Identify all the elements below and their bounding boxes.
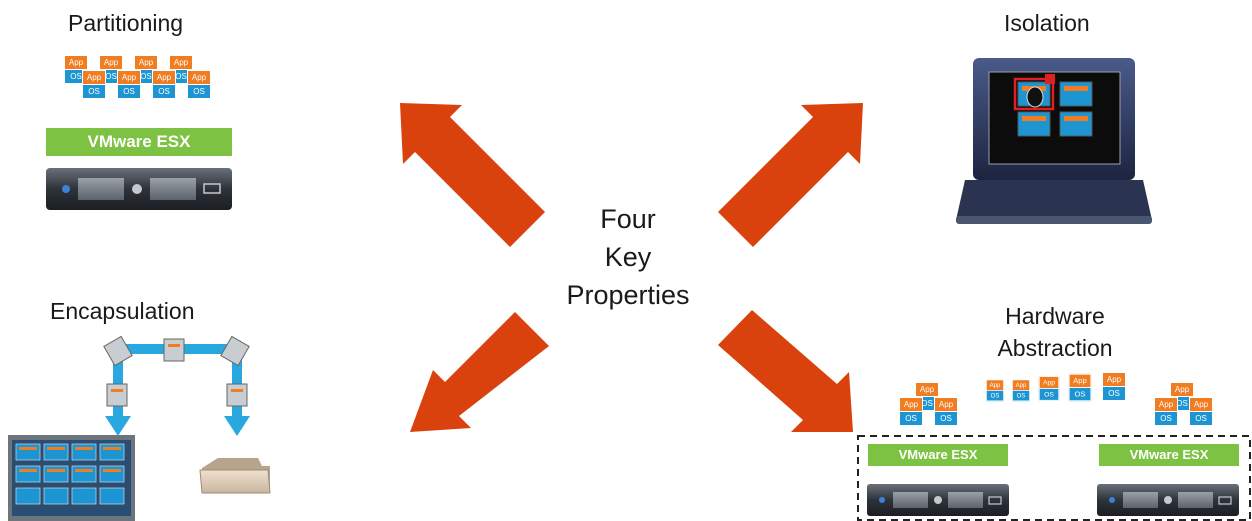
vm-stack: App OS [187,70,211,99]
hardware-esx-bar-left: VMware ESX [868,444,1008,466]
os-block: OS [1012,390,1030,402]
vm-stack: App OS [1154,397,1178,426]
app-block: App [1189,397,1213,412]
app-block: App [1068,373,1092,388]
os-block: OS [1038,388,1060,401]
os-block: OS [152,84,176,99]
folder-icon [199,458,271,494]
encapsulation-title: Encapsulation [50,298,195,324]
isolation-title: Isolation [1004,10,1090,36]
center-line-3: Properties [566,280,690,310]
vm-stack: App OS [82,70,106,99]
center-title: Four Key Properties [548,200,708,314]
os-block: OS [1102,386,1126,401]
os-block: OS [934,411,958,426]
server-partitioning [46,168,232,210]
app-block: App [1102,372,1126,387]
app-block: App [64,55,88,70]
pipeline-vm-stripes [111,344,243,392]
vm-stack: App OS [1068,373,1092,402]
app-block: App [899,397,923,412]
vm-stack: App OS [934,397,958,426]
arrow-down-right [718,310,853,432]
app-block: App [1038,376,1060,389]
pipeline-vms [103,335,250,407]
app-block: App [1154,397,1178,412]
app-block: App [99,55,123,70]
app-block: App [152,70,176,85]
os-block: OS [82,84,106,99]
vm-stack: App OS [986,379,1004,402]
os-block: OS [187,84,211,99]
arrow-up-right [718,103,863,247]
vm-stack: App OS [899,397,923,426]
app-block: App [915,382,939,397]
vm-stack: App OS [1012,379,1030,402]
app-block: App [82,70,106,85]
app-block: App [134,55,158,70]
storage-array [8,435,135,521]
vm-stack: App OS [152,70,176,99]
center-line-1: Four [600,204,656,234]
hardware-title: Hardware Abstraction [940,300,1170,364]
arrow-down-left [410,312,549,432]
app-block: App [934,397,958,412]
vm-stack: App OS [1189,397,1213,426]
app-block: App [187,70,211,85]
hardware-esx-bar-right: VMware ESX [1099,444,1239,466]
os-block: OS [986,390,1004,402]
os-block: OS [899,411,923,426]
partitioning-esx-bar: VMware ESX [46,128,232,156]
hardware-title-line-1: Hardware [1005,303,1105,329]
partitioning-title: Partitioning [68,10,184,36]
center-line-2: Key [604,242,652,272]
vm-stack: App OS [1102,372,1126,401]
hardware-title-line-2: Abstraction [997,335,1113,361]
app-block: App [1170,382,1194,397]
app-block: App [169,55,193,70]
os-block: OS [1068,387,1092,402]
vm-stack: App OS [117,70,141,99]
server-hardware-left [867,484,1009,516]
os-block: OS [1189,411,1213,426]
arrow-up-left [400,103,545,247]
vm-stack: App OS [1038,376,1060,401]
os-block: OS [117,84,141,99]
hardware-dashed-box [857,435,1251,521]
server-hardware-right [1097,484,1239,516]
os-block: OS [1154,411,1178,426]
laptop-isolation [956,58,1152,224]
app-block: App [117,70,141,85]
